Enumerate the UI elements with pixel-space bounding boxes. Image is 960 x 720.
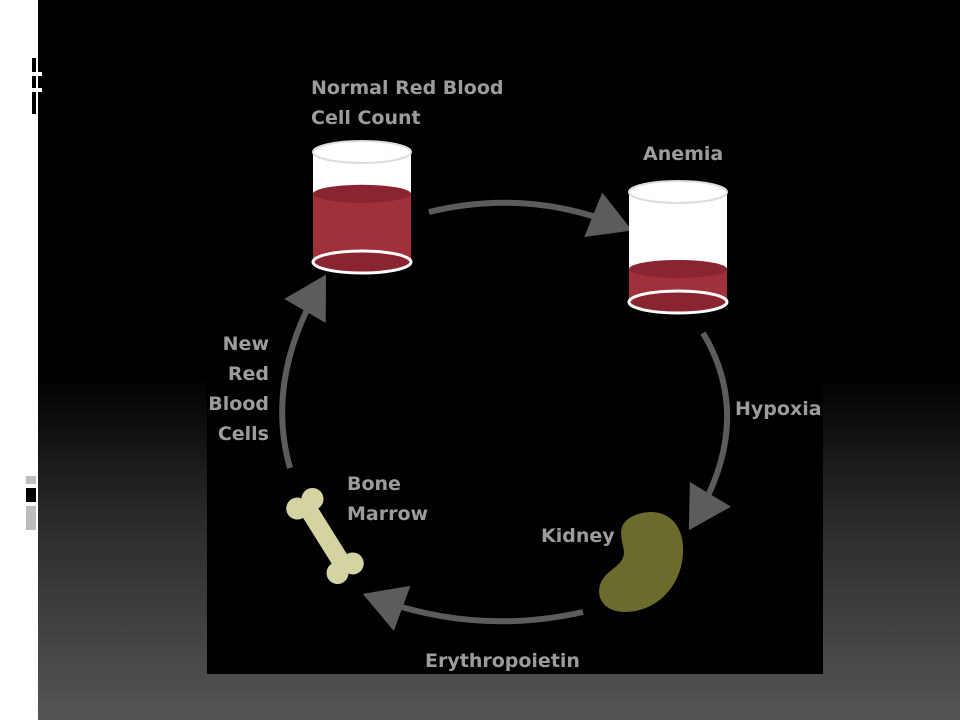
anemia-blood-cylinder <box>627 180 729 315</box>
slide-left-strip <box>0 0 38 720</box>
slide-decoration-bottom <box>26 476 38 532</box>
arrow-bone-marrow-to-normal <box>279 274 327 469</box>
label-new-line4: Cells <box>218 423 269 445</box>
normal-blood-level-surface <box>313 184 411 203</box>
label-new-line3: Blood <box>208 393 269 415</box>
kidney-icon <box>599 511 684 612</box>
label-kidney: Kidney <box>541 525 615 547</box>
label-hypoxia: Hypoxia <box>735 398 822 420</box>
label-normal-line2: Cell Count <box>311 107 421 129</box>
label-bone-line2: Marrow <box>347 503 428 525</box>
anemia-blood-level-surface <box>629 260 727 278</box>
anemia-cycle-diagram: Normal Red Blood Cell Count Anemia Hypox… <box>208 77 822 672</box>
label-normal-line1: Normal Red Blood <box>311 77 504 99</box>
arrow-normal-to-anemia <box>428 192 633 238</box>
arrow-kidney-to-bone-marrow <box>362 585 584 631</box>
label-bone-line1: Bone <box>347 473 401 495</box>
normal-blood-cylinder <box>311 140 413 275</box>
label-erythropoietin: Erythropoietin <box>425 650 580 672</box>
label-anemia: Anemia <box>643 143 723 165</box>
bone-icon <box>286 488 364 584</box>
slide-decoration-top <box>26 58 42 114</box>
label-new-line2: Red <box>228 363 269 385</box>
label-new-line1: New <box>223 333 269 355</box>
diagram-panel: Normal Red Blood Cell Count Anemia Hypox… <box>207 0 823 674</box>
arrow-anemia-to-kidney <box>688 331 732 531</box>
